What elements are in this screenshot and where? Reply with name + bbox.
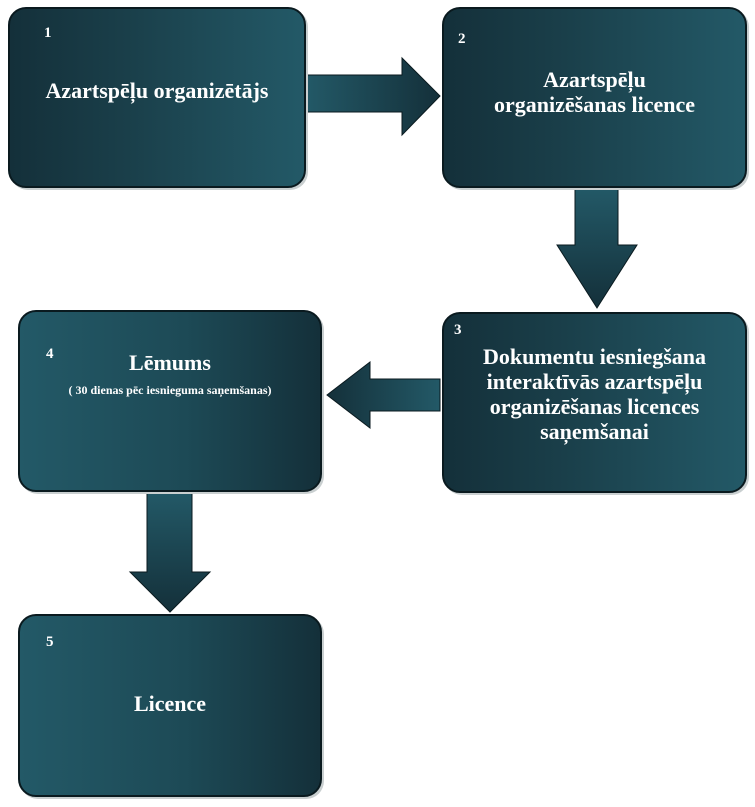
arrow-1-to-2 bbox=[305, 56, 441, 137]
step-4-box: 4 Lēmums ( 30 dienas pēc iesnieguma saņe… bbox=[18, 310, 322, 492]
step-title: Azartspēļu organizēšanas licence bbox=[493, 66, 696, 117]
arrow-2-to-3 bbox=[556, 187, 638, 309]
arrow-4-to-5 bbox=[128, 491, 212, 613]
step-number: 3 bbox=[454, 322, 462, 338]
step-title: Lēmums bbox=[129, 349, 211, 375]
step-3-box: 3 Dokumentu iesniegšana interaktīvās aza… bbox=[442, 312, 747, 493]
step-subtitle: ( 30 dienas pēc iesnieguma saņemšanas) bbox=[68, 382, 272, 397]
step-number: 5 bbox=[46, 634, 54, 650]
step-title: Azartspēļu organizētājs bbox=[45, 77, 269, 103]
arrow-3-to-4 bbox=[326, 360, 441, 430]
step-1-box: 1 Azartspēļu organizētājs bbox=[8, 7, 306, 188]
step-5-box: 5 Licence bbox=[18, 614, 322, 797]
step-2-box: 2 Azartspēļu organizēšanas licence bbox=[442, 7, 747, 188]
step-number: 1 bbox=[44, 25, 52, 41]
step-number: 2 bbox=[458, 31, 466, 47]
step-title: Licence bbox=[133, 691, 207, 716]
step-number: 4 bbox=[46, 346, 54, 362]
step-title: Dokumentu iesniegšana interaktīvās azart… bbox=[482, 343, 707, 444]
